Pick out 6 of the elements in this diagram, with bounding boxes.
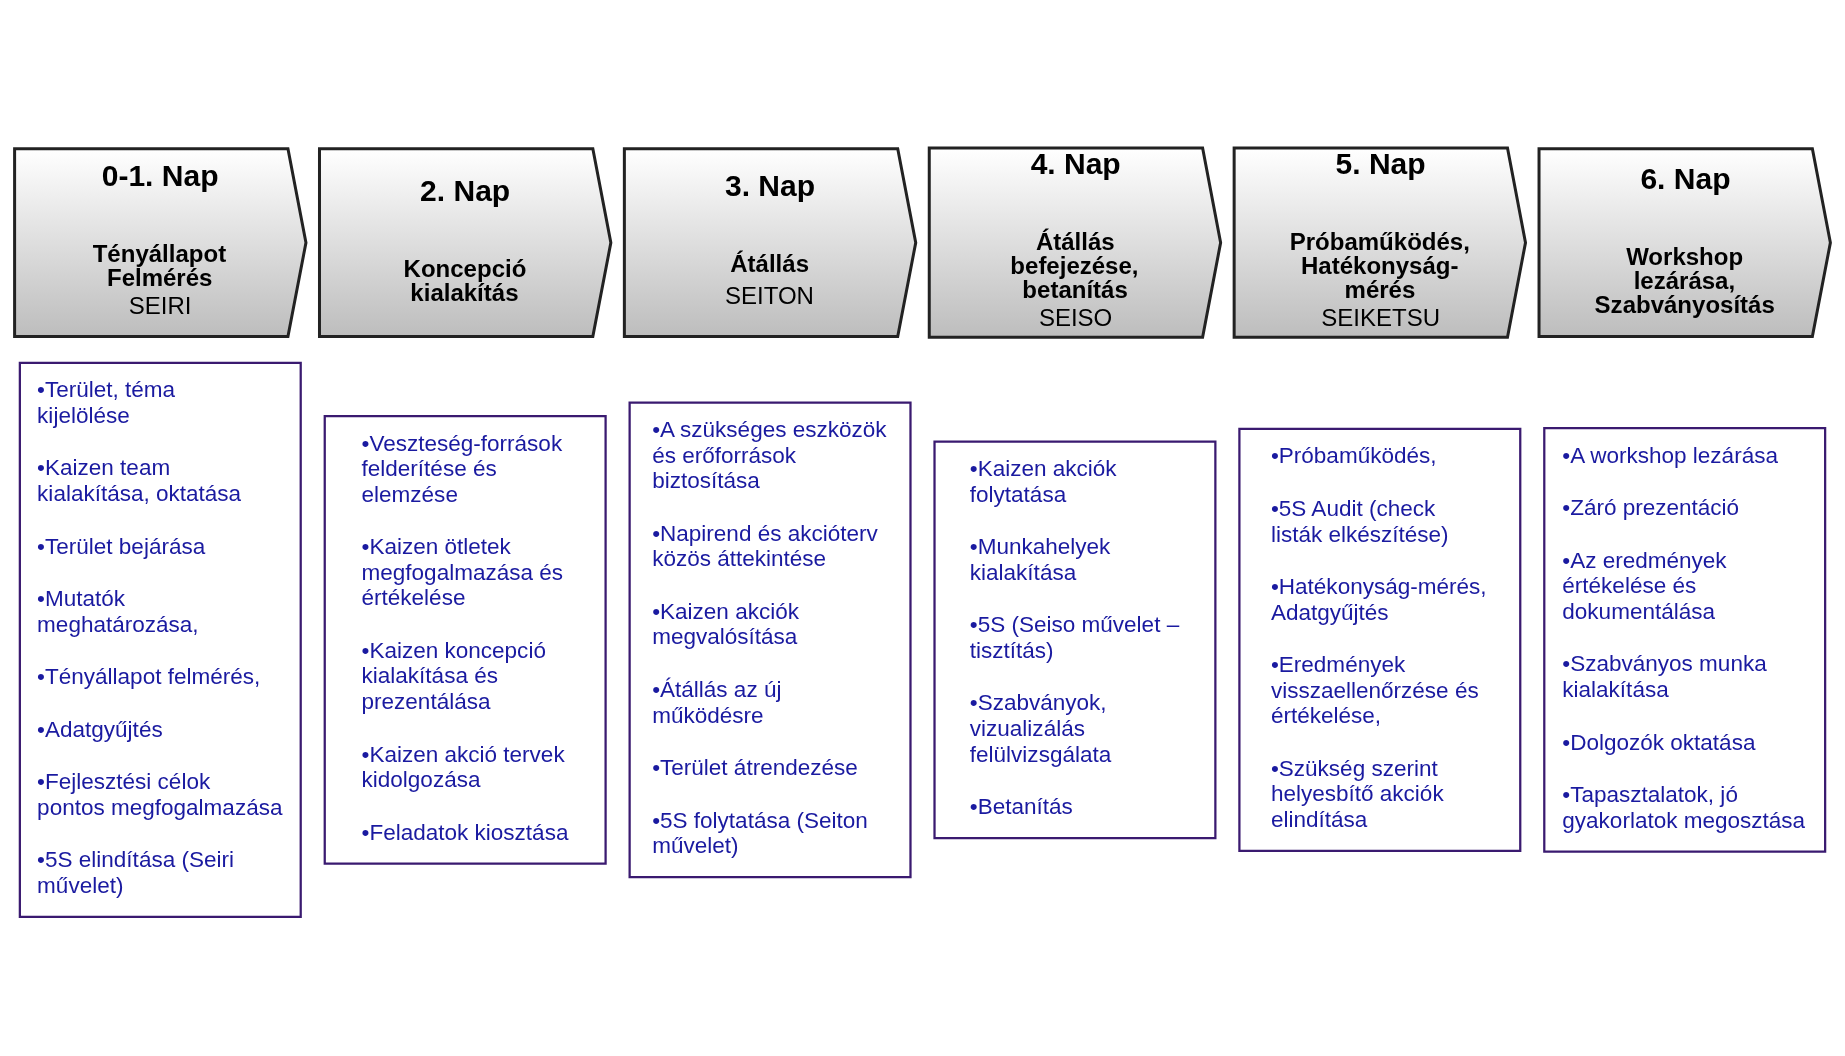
node-box: •A workshop lezárása •Záró prezentáció •Az eredmények értékelése és dokumentálása •Szabványos munka kialakítása •Dolgozók oktatása •Tapasztalatok, jó gyakorlatok megosztása: [1543, 427, 1827, 853]
node-box: •Kaizen akciók folytatása •Munkahelyek kialakítása •5S (Seiso művelet – tisztítás) •Szabványok, vizualizálás felülvizsgálata •Betanítás: [933, 440, 1217, 840]
node-box: •Veszteség-források felderítése és elemzése •Kaizen ötletek megfogalmazása és értékelése •Kaizen koncepció kialakítása és prezentálása •Kaizen akció tervek kidolgozása •Feladatok kiosztása: [323, 415, 607, 865]
node-box: •A szükséges eszközök és erőforrások biztosítása •Napirend és akcióterv közös áttekintése •Kaizen akciók megvalósítása •Átállás az új működésre •Terület átrendezése •5S folytatása (Seiton művelet): [628, 401, 912, 879]
node-box: •Terület, téma kijelölése •Kaizen team kialakítása, oktatása •Terület bejárása •Mutatók meghatározása, •Tényállapot felmérés, •Adatgyűjtés •Fejlesztési célok pontos megfogalmazása •5S elindítása (Seiri művelet): [18, 361, 302, 919]
node-box: •Próbaműködés, •5S Audit (check listák elkészítése) •Hatékonyság-mérés, Adatgyűjtés •Eredmények visszaellenőrzése és értékelése, •Szükség szerint helyesbítő akciók elindítása: [1238, 427, 1522, 853]
